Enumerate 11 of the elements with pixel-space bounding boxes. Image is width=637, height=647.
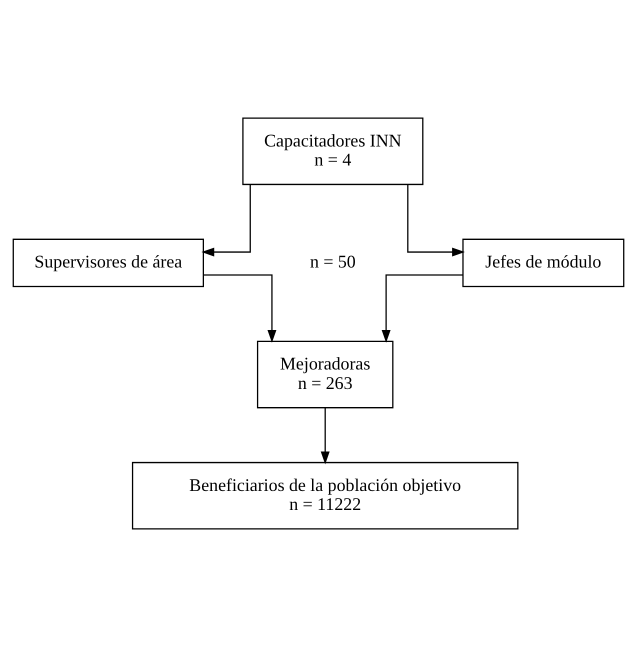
arrow (201, 184, 251, 257)
arrow (204, 274, 276, 343)
arrow (407, 184, 465, 257)
node-box: Supervisores de área (12, 238, 204, 288)
node-box: Jefes de módulo (462, 238, 624, 288)
arrow (382, 274, 463, 343)
label: n = 50 (310, 252, 356, 272)
node-box: Capacitadores INN n = 4 (242, 117, 424, 186)
arrow (320, 408, 330, 464)
node-box: Beneficiarios de la población objetivo n = 11222 (132, 462, 518, 530)
node-box: Mejoradoras n = 263 (256, 340, 394, 408)
